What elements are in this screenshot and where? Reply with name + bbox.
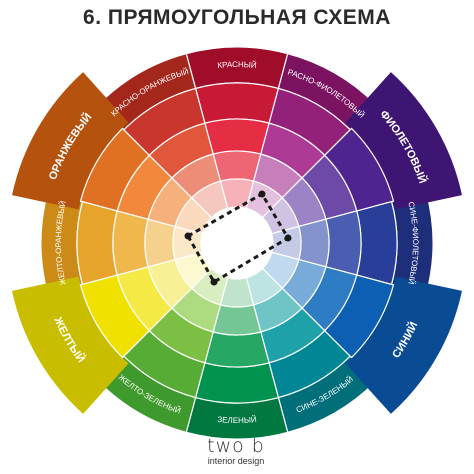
highlight-band-blue (323, 274, 462, 414)
logo-tagline: interior design (207, 456, 265, 466)
swatch-yellow-orange-4 (144, 218, 176, 268)
swatch-green-2 (194, 362, 280, 404)
band-blue (345, 276, 462, 414)
swatch-green-3 (204, 331, 270, 368)
swatch-blue-violet-2 (356, 200, 398, 286)
highlight-band-yellow (12, 274, 151, 414)
wheel-hub (201, 207, 273, 279)
label-green: ЗЕЛЕНЫЙ (217, 415, 257, 425)
swatch-red-3 (204, 118, 270, 155)
swatch-green-4 (212, 304, 262, 336)
band-inner-blue (323, 274, 395, 359)
scheme-corner-dot (284, 234, 292, 242)
highlighted-segments (12, 72, 462, 414)
band-inner-violet (323, 127, 395, 212)
scheme-corner-dot (184, 232, 192, 240)
swatch-blue-violet-4 (298, 218, 330, 268)
label-red: КРАСНЫЙ (217, 60, 257, 70)
swatch-red-2 (194, 82, 280, 124)
swatch-yellow-orange-2 (76, 200, 118, 286)
segment-yellow-green (97, 267, 229, 434)
highlight-band-orange (12, 72, 151, 212)
segment-red (185, 46, 289, 209)
hub-circle (201, 207, 273, 279)
segment-red-orange (97, 52, 229, 219)
scheme-corner-dot (258, 190, 266, 198)
swatch-yellow-orange-3 (112, 210, 149, 276)
band-inner-yellow (79, 274, 151, 359)
segment-blue-green (245, 267, 377, 434)
page-title: 6. ПРЯМОУГОЛЬНАЯ СХЕМА (83, 6, 391, 29)
logo-mark: two b (207, 435, 265, 457)
swatch-blue-violet-3 (325, 210, 362, 276)
band-inner-orange (79, 127, 151, 212)
band-yellow (12, 276, 129, 414)
band-violet (345, 72, 462, 210)
brand-logo: two b interior design (186, 436, 286, 466)
segment-yellow-orange (40, 191, 203, 295)
highlight-band-violet (323, 72, 462, 212)
scheme-corner-dot (210, 278, 218, 286)
rectangle-scheme-marker (184, 190, 292, 286)
band-orange (12, 72, 129, 210)
swatch-red-4 (212, 150, 262, 182)
